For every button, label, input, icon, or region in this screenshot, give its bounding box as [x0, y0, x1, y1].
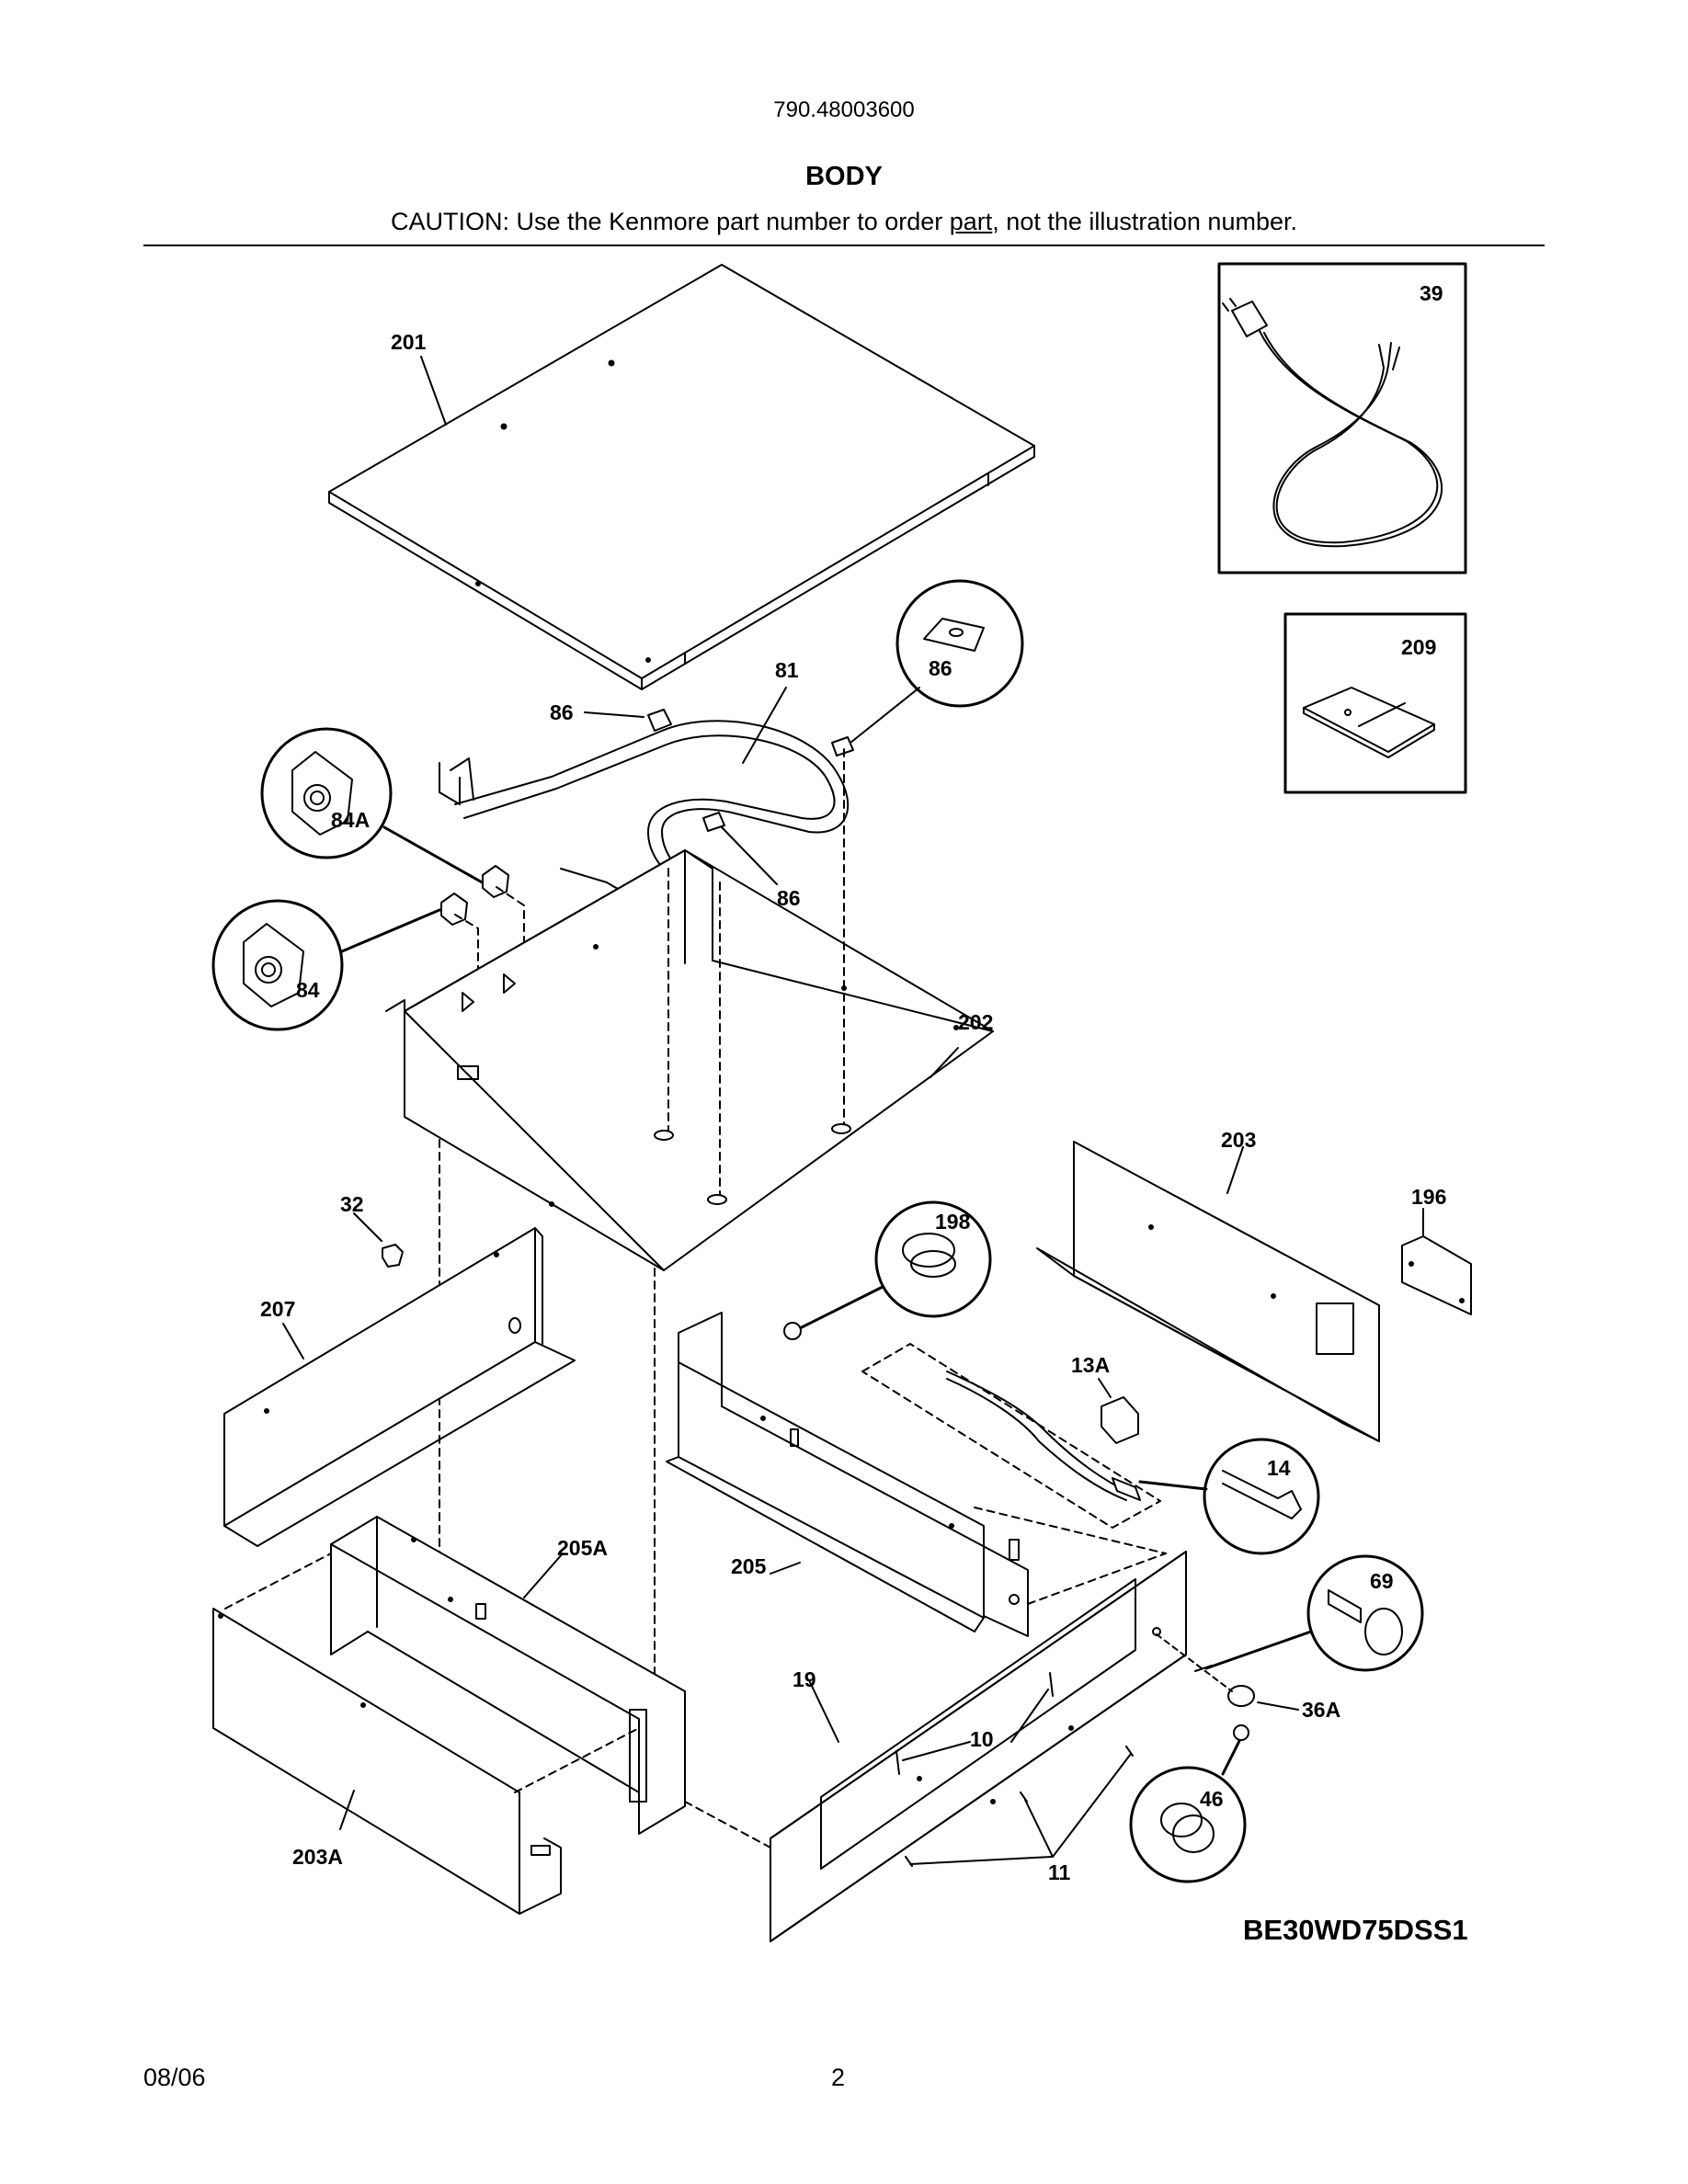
leader-11b [1024, 1799, 1054, 1858]
leader-207 [282, 1323, 304, 1359]
model-number: 790.48003600 [773, 97, 915, 122]
callout-36A: 36A [1302, 1698, 1340, 1722]
callout-201: 201 [391, 330, 427, 354]
leader-203 [1226, 1146, 1244, 1194]
callout-19: 19 [793, 1667, 816, 1691]
thermostat-detail-84A [260, 727, 393, 859]
rear-panel-203 [1036, 1141, 1380, 1442]
clip-detail-86 [895, 579, 1024, 708]
leader-14 [1138, 1480, 1208, 1491]
leader-11c [1052, 1753, 1132, 1858]
frame-guides [974, 1507, 1167, 1605]
leader-46 [1221, 1735, 1243, 1776]
grommet-198 [783, 1322, 802, 1340]
callout-207: 207 [260, 1297, 295, 1321]
power-cord-box-39 [1217, 262, 1467, 574]
callout-84A: 84A [331, 808, 370, 832]
callout-10: 10 [970, 1727, 994, 1751]
callout-69: 69 [1370, 1569, 1394, 1593]
leader-84A [382, 825, 487, 886]
callout-209: 209 [1401, 635, 1436, 659]
leader-86c [721, 826, 778, 885]
callout-205A: 205A [557, 1536, 608, 1560]
leader-198 [798, 1285, 884, 1330]
leader-10b [1010, 1689, 1049, 1743]
top-panel-201 [328, 264, 1035, 690]
leader-36A [1257, 1701, 1299, 1711]
leader-86a [584, 711, 644, 718]
thermostat-84A [482, 865, 509, 898]
leader-19 [808, 1679, 839, 1743]
screws-10 [895, 1672, 1054, 1775]
leader-201 [420, 356, 447, 426]
back-frame-205A [330, 1516, 686, 1835]
page-number: 2 [831, 2064, 846, 2091]
clip-86-a [647, 709, 672, 732]
caution-underlined-word: part [949, 208, 993, 235]
bracket-box-209 [1283, 612, 1467, 794]
caution-text-start: CAUTION: Use the Kenmore part number to … [391, 208, 950, 235]
callout-203A: 203A [292, 1845, 343, 1869]
screw-detail-69 [1306, 1554, 1424, 1672]
leader-205A [523, 1553, 564, 1598]
button-detail-46 [1129, 1766, 1247, 1883]
callout-198: 198 [935, 1210, 971, 1234]
wire-harness [946, 1371, 1141, 1501]
leader-205 [770, 1562, 801, 1575]
drawer-liner-202 [385, 849, 994, 1271]
thermostat-detail-84 [211, 899, 344, 1031]
callout-81: 81 [775, 658, 799, 682]
callout-14: 14 [1267, 1456, 1291, 1480]
leader-84 [340, 908, 441, 953]
callout-205: 205 [731, 1554, 767, 1578]
leader-11a [909, 1856, 1054, 1865]
callout-86-c: 86 [777, 886, 801, 910]
callout-203: 203 [1221, 1128, 1256, 1152]
switch-13A [1101, 1396, 1139, 1444]
leader-81 [742, 687, 787, 764]
bumper-32 [382, 1244, 404, 1268]
leader-10a [902, 1741, 971, 1761]
front-frame-205 [666, 1312, 1029, 1637]
callout-84: 84 [296, 978, 320, 1002]
callout-202: 202 [958, 1010, 993, 1034]
clip-86-b [831, 736, 854, 756]
cover-plate-196 [1401, 1235, 1472, 1315]
sensor-detail-14 [1203, 1438, 1320, 1555]
page-title: BODY [805, 162, 883, 191]
front-cover-203A [212, 1608, 562, 1915]
callout-39: 39 [1420, 281, 1443, 305]
callout-196: 196 [1411, 1185, 1446, 1209]
screw-69 [1194, 1665, 1213, 1672]
knob-36A [1227, 1685, 1255, 1707]
clip-86-c [702, 812, 725, 832]
callout-11: 11 [1048, 1860, 1071, 1884]
callout-32: 32 [340, 1192, 364, 1216]
button-46 [1233, 1724, 1249, 1741]
header-rule [143, 245, 1545, 246]
control-guides [1156, 1633, 1233, 1692]
footer-date: 08/06 [143, 2064, 206, 2091]
callout-86-a: 86 [550, 700, 574, 724]
caution-text-end: , not the illustration number. [992, 208, 1297, 235]
callout-13A: 13A [1071, 1353, 1110, 1377]
caution-note: CAUTION: Use the Kenmore part number to … [0, 208, 1688, 236]
leader-202 [930, 1047, 959, 1078]
diagram-code: BE30WD75DSS1 [1243, 1914, 1468, 1946]
leader-203A [339, 1790, 355, 1830]
callout-46: 46 [1200, 1787, 1224, 1811]
side-panel-207 [223, 1227, 576, 1547]
front-panel-19 [770, 1551, 1187, 1942]
leader-32 [353, 1212, 382, 1242]
thermostat-84 [440, 893, 468, 926]
cover-guides [224, 1553, 771, 1848]
callout-86-b: 86 [929, 656, 952, 680]
leader-13A [1098, 1378, 1112, 1398]
wiring-guide-box [861, 1343, 1161, 1529]
grommet-detail-198 [874, 1200, 992, 1318]
leader-86b [850, 687, 920, 744]
leader-69 [1204, 1630, 1313, 1670]
